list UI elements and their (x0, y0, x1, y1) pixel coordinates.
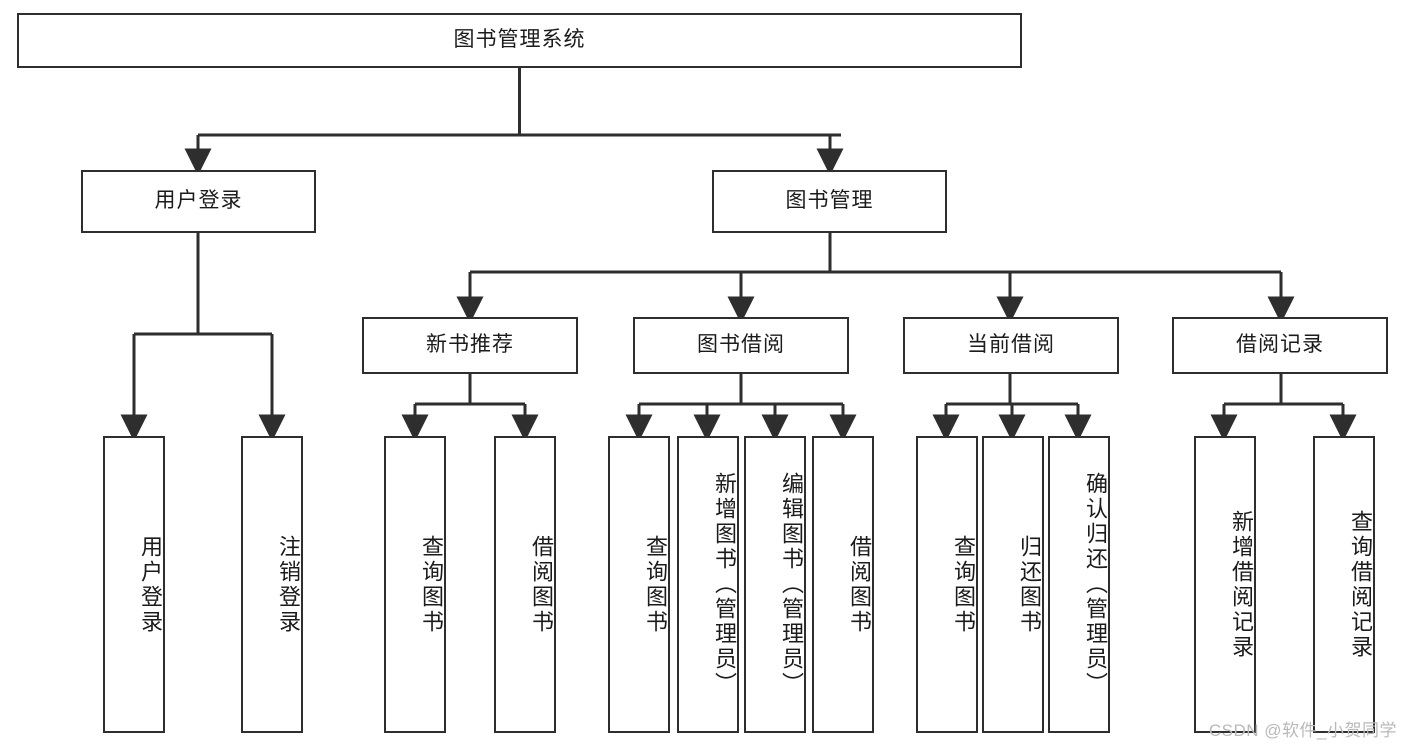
node-label: 编辑图书（管理员） (779, 472, 804, 697)
node-label: 查询图书 (951, 534, 976, 635)
node-label: 图书管理系统 (453, 28, 586, 52)
node-label: 确认归还（管理员） (1083, 472, 1108, 697)
node-current-borrow[interactable]: 当前借阅 (903, 317, 1119, 374)
watermark: CSDN @软件_小贺同学 (1208, 721, 1397, 740)
node-label: 查询图书 (643, 534, 668, 635)
leaf-record-add[interactable]: 新增借阅记录 (1194, 436, 1256, 733)
leaf-user-login-login[interactable]: 用户登录 (103, 436, 165, 733)
node-label: 注销登录 (276, 534, 301, 635)
leaf-new-book-borrow[interactable]: 借阅图书 (494, 436, 556, 733)
node-label: 图书借阅 (697, 333, 785, 357)
leaf-borrow-add-book[interactable]: 新增图书（管理员） (677, 436, 739, 733)
leaf-borrow-query-book[interactable]: 查询图书 (608, 436, 670, 733)
node-label: 借阅图书 (529, 534, 554, 635)
leaf-new-book-query[interactable]: 查询图书 (384, 436, 446, 733)
leaf-record-query[interactable]: 查询借阅记录 (1313, 436, 1375, 733)
node-new-book-recommend[interactable]: 新书推荐 (362, 317, 578, 374)
leaf-current-return-book[interactable]: 归还图书 (982, 436, 1044, 733)
node-book-borrow[interactable]: 图书借阅 (633, 317, 849, 374)
node-book-management[interactable]: 图书管理 (712, 170, 947, 233)
node-label: 借阅记录 (1236, 333, 1324, 357)
node-label: 新增图书（管理员） (712, 472, 737, 697)
node-label: 新书推荐 (426, 333, 514, 357)
node-root-system[interactable]: 图书管理系统 (17, 13, 1022, 68)
node-label: 新增借阅记录 (1229, 509, 1254, 660)
node-label: 查询图书 (419, 534, 444, 635)
node-label: 归还图书 (1017, 534, 1042, 635)
node-label: 当前借阅 (967, 333, 1055, 357)
leaf-current-query-book[interactable]: 查询图书 (916, 436, 978, 733)
node-label: 图书管理 (785, 189, 874, 213)
leaf-user-login-logout[interactable]: 注销登录 (241, 436, 303, 733)
node-label: 用户登录 (154, 189, 243, 213)
leaf-current-confirm-return[interactable]: 确认归还（管理员） (1048, 436, 1110, 733)
node-label: 用户登录 (138, 534, 163, 635)
leaf-borrow-edit-book[interactable]: 编辑图书（管理员） (744, 436, 806, 733)
node-label: 借阅图书 (847, 534, 872, 635)
node-user-login[interactable]: 用户登录 (81, 170, 316, 233)
leaf-borrow-borrow-book[interactable]: 借阅图书 (812, 436, 874, 733)
node-label: 查询借阅记录 (1348, 509, 1373, 660)
node-borrow-record[interactable]: 借阅记录 (1172, 317, 1388, 374)
